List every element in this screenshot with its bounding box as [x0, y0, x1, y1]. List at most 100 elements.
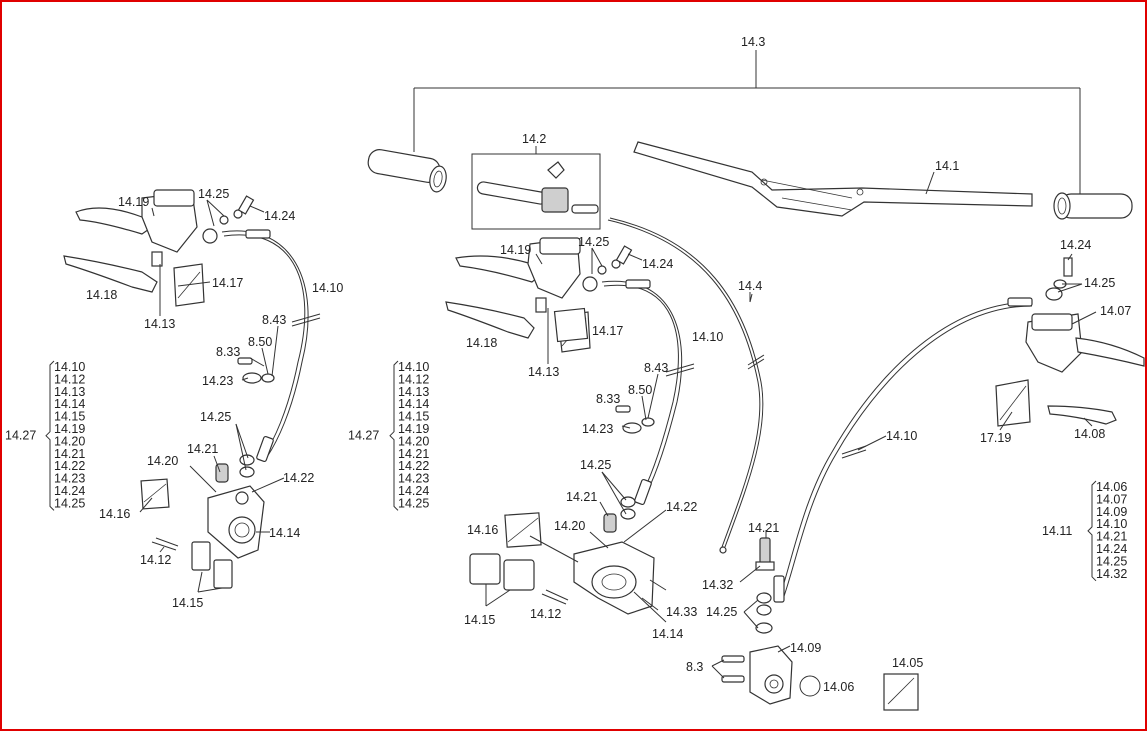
kit-item: 14.24	[1096, 542, 1127, 556]
callout-14-17-left: 14.17	[212, 276, 243, 290]
kit-item: 14.25	[398, 496, 429, 510]
callout-14-05-right: 14.05	[892, 656, 923, 670]
kit-list-14-11-right: 14.0614.0714.0914.1014.2114.2414.2514.32…	[1042, 480, 1127, 582]
kit-item: 14.10	[54, 360, 85, 374]
callout-8-33-center: 8.33	[596, 392, 620, 406]
kit-item: 14.19	[398, 422, 429, 436]
callout-8-33-left: 8.33	[216, 345, 240, 359]
callout-14-17-center: 14.17	[592, 324, 623, 338]
leader-lines	[139, 171, 1097, 679]
callout-14-13-left: 14.13	[144, 317, 175, 331]
right-master-cylinder-assembly	[721, 257, 1145, 711]
kit-item: 14.24	[54, 484, 85, 498]
kit-list-14-27-center: 14.1014.1214.1314.1414.1514.1914.2014.21…	[348, 360, 429, 511]
callout-14-24-left: 14.24	[264, 209, 295, 223]
callout-14-13-center: 14.13	[528, 365, 559, 379]
callout-14-18-center: 14.18	[466, 336, 497, 350]
callout-14-23-center: 14.23	[582, 422, 613, 436]
callout-14-10-center: 14.10	[692, 330, 723, 344]
callout-14-20-left: 14.20	[147, 454, 178, 468]
kit-item: 14.21	[54, 447, 85, 461]
kit-item: 14.25	[54, 496, 85, 510]
kit-item: 14.24	[398, 484, 429, 498]
callout-14-21-left: 14.21	[187, 442, 218, 456]
callout-14-10-left: 14.10	[312, 281, 343, 295]
callout-14-19-left: 14.19	[118, 195, 149, 209]
callout-17-19-right: 17.19	[980, 431, 1011, 445]
callout-14-15-left: 14.15	[172, 596, 203, 610]
kit-item: 14.13	[398, 385, 429, 399]
kit-item: 14.10	[398, 360, 429, 374]
kit-item: 14.20	[398, 434, 429, 448]
kit-item: 14.12	[54, 372, 85, 386]
callout-14-15-center: 14.15	[464, 613, 495, 627]
callout-14-25-left-2: 14.25	[200, 410, 231, 424]
kit-list-14-27-left: 14.1014.1214.1314.1414.1514.1914.2014.21…	[5, 360, 85, 511]
kit-item: 14.14	[54, 397, 85, 411]
callout-14-24-right: 14.24	[1060, 238, 1091, 252]
callout-14-25-center-2: 14.25	[580, 458, 611, 472]
kit-item: 14.32	[1096, 567, 1127, 581]
callout-14-14-center: 14.14	[652, 627, 683, 641]
callout-8-50-left: 8.50	[248, 335, 272, 349]
callout-14-10-right: 14.10	[886, 429, 917, 443]
callout-14-25-right-2: 14.25	[1084, 276, 1115, 290]
callout-14-22-left: 14.22	[283, 471, 314, 485]
kit-item: 14.12	[398, 372, 429, 386]
center-master-cylinder-assembly	[445, 237, 695, 615]
callout-14-12-center: 14.12	[530, 607, 561, 621]
throttle-box-14-2	[471, 146, 601, 230]
right-grip-part	[1053, 192, 1133, 220]
kit-item: 14.25	[1096, 554, 1127, 568]
handlebar-part	[633, 141, 1033, 217]
callout-14-19-center: 14.19	[500, 243, 531, 257]
kit-label: 14.27	[348, 429, 379, 443]
callout-8-43-left: 8.43	[262, 313, 286, 327]
left-grip-part	[367, 149, 447, 193]
kit-item: 14.23	[398, 472, 429, 486]
callout-8-50-center: 8.50	[628, 383, 652, 397]
kit-item: 14.22	[398, 459, 429, 473]
kit-item: 14.13	[54, 385, 85, 399]
callout-14-18-left: 14.18	[86, 288, 117, 302]
kit-item: 14.09	[1096, 505, 1127, 519]
kit-item: 14.22	[54, 459, 85, 473]
callout-14-20-center: 14.20	[554, 519, 585, 533]
kit-item: 14.21	[1096, 530, 1127, 544]
callout-14-16-center: 14.16	[467, 523, 498, 537]
callout-14-4: 14.4	[738, 279, 762, 293]
bracket-14-3	[413, 50, 1081, 194]
kit-item: 14.10	[1096, 517, 1127, 531]
kit-label: 14.27	[5, 429, 36, 443]
callout-14-25-left: 14.25	[198, 187, 229, 201]
callout-14-06-right: 14.06	[823, 680, 854, 694]
callout-14-14-left: 14.14	[269, 526, 300, 540]
callout-14-09-right: 14.09	[790, 641, 821, 655]
callout-14-23-left: 14.23	[202, 374, 233, 388]
callout-labels: 14.3 14.2 14.1 14.4 14.19 14.25 14.24 14…	[86, 35, 1131, 694]
callout-14-1: 14.1	[935, 159, 959, 173]
kit-item: 14.20	[54, 434, 85, 448]
kit-item: 14.07	[1096, 492, 1127, 506]
callout-14-16-left: 14.16	[99, 507, 130, 521]
callout-14-2: 14.2	[522, 132, 546, 146]
callout-14-33-center: 14.33	[666, 605, 697, 619]
callout-14-21-center: 14.21	[566, 490, 597, 504]
callout-14-25-center: 14.25	[578, 235, 609, 249]
left-master-cylinder-assembly	[63, 189, 321, 589]
throttle-cable-part	[607, 217, 765, 554]
kit-brace	[389, 360, 399, 511]
kit-item: 14.19	[54, 422, 85, 436]
callout-8-43-center: 8.43	[644, 361, 668, 375]
callout-14-3: 14.3	[741, 35, 765, 49]
callout-14-08-right: 14.08	[1074, 427, 1105, 441]
kit-item: 14.21	[398, 447, 429, 461]
callout-14-25-right: 14.25	[706, 605, 737, 619]
callout-8-3-right: 8.3	[686, 660, 703, 674]
kit-item: 14.23	[54, 472, 85, 486]
kit-brace	[1087, 480, 1097, 582]
kit-item: 14.15	[54, 410, 85, 424]
kit-item: 14.15	[398, 410, 429, 424]
